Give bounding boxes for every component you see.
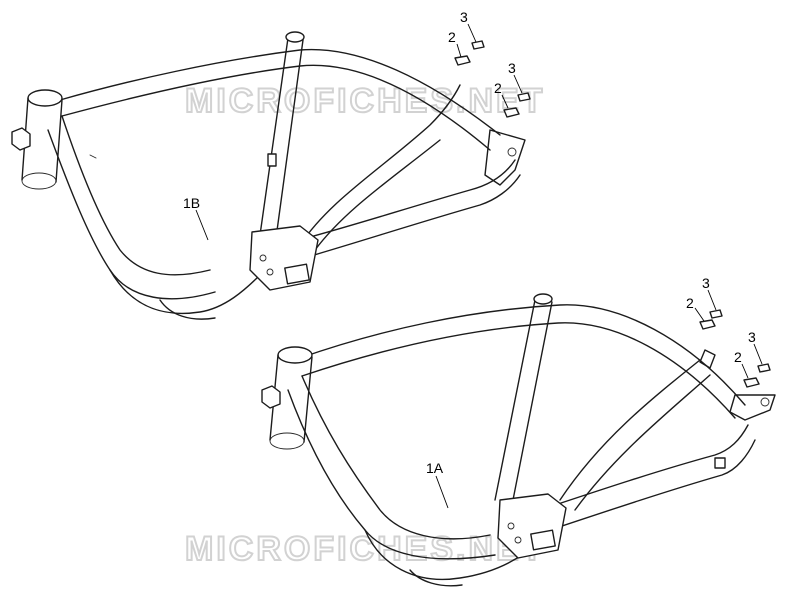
- frame-label-1a: 1A: [426, 460, 444, 476]
- bolt-icon: [757, 363, 771, 373]
- frame-upper-screw-2: 2 3: [494, 60, 531, 118]
- frame-lower-screw-2: 2 3: [734, 329, 771, 388]
- bolt-label: 3: [702, 275, 710, 291]
- watermark-bottom: MICROFICHES.NET: [185, 530, 545, 568]
- frame-upper-callout: 1B: [183, 195, 209, 241]
- frame-upper-screw-1: 2 3: [448, 9, 485, 66]
- watermark-top: MICROFICHES.NET: [185, 82, 545, 120]
- washer-icon: [699, 319, 716, 330]
- frame-label-1b: 1B: [183, 195, 200, 211]
- washer-icon: [503, 107, 520, 118]
- washer-label: 2: [448, 29, 456, 45]
- bolt-label: 3: [508, 60, 516, 76]
- washer-icon: [454, 55, 471, 66]
- washer-label: 2: [686, 295, 694, 311]
- washer-label: 2: [494, 80, 502, 96]
- bolt-icon: [517, 92, 531, 102]
- frame-upper: [11, 31, 526, 320]
- washer-icon: [743, 377, 760, 388]
- bolt-icon: [471, 40, 485, 50]
- frame-lower: [261, 293, 776, 587]
- bolt-label: 3: [748, 329, 756, 345]
- frame-lower-screw-1: 2 3: [686, 275, 723, 330]
- washer-label: 2: [734, 349, 742, 365]
- frame-lower-callout: 1A: [426, 460, 449, 509]
- bolt-icon: [709, 309, 723, 319]
- bolt-label: 3: [460, 9, 468, 25]
